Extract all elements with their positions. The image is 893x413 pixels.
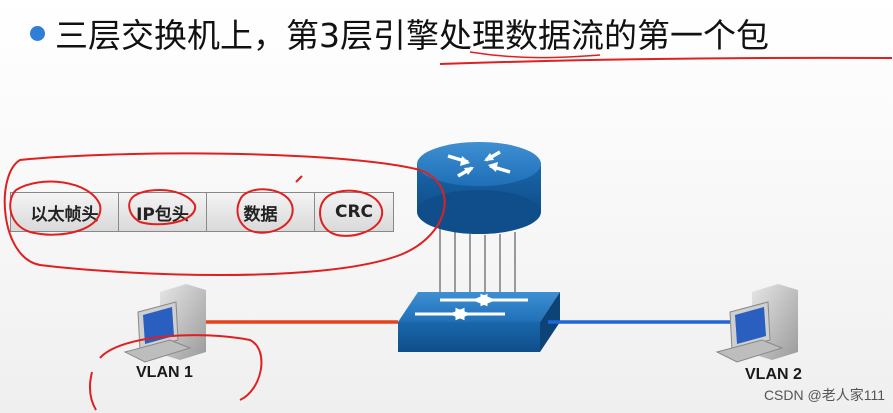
router-switch-links — [439, 228, 516, 296]
vlan2-label: VLAN 2 — [745, 366, 802, 383]
multilayer-switch-icon — [398, 292, 560, 352]
frame-field-data: 数据 — [207, 193, 315, 231]
computer-icon-vlan2 — [715, 284, 798, 363]
packet-frame: 以太帧头 IP包头 数据 CRC — [10, 192, 394, 232]
frame-field-ip-header: IP包头 — [119, 193, 207, 231]
watermark: CSDN @老人家111 — [763, 387, 885, 403]
router-icon — [417, 142, 541, 234]
vlan1-label: VLAN 1 — [136, 364, 193, 381]
handwritten-annotations — [3, 152, 446, 411]
frame-field-crc: CRC — [334, 202, 374, 222]
frame-field-ethernet-header: 以太帧头 — [11, 193, 119, 231]
computer-icon-vlan1 — [123, 284, 206, 363]
bullet-dot — [30, 25, 45, 41]
title-row: 三层交换机上，第3层引擎处理数据流的第一个包 — [30, 8, 769, 58]
slide-title: 三层交换机上，第3层引擎处理数据流的第一个包 — [55, 16, 769, 55]
title-underline-annotation — [439, 56, 893, 65]
